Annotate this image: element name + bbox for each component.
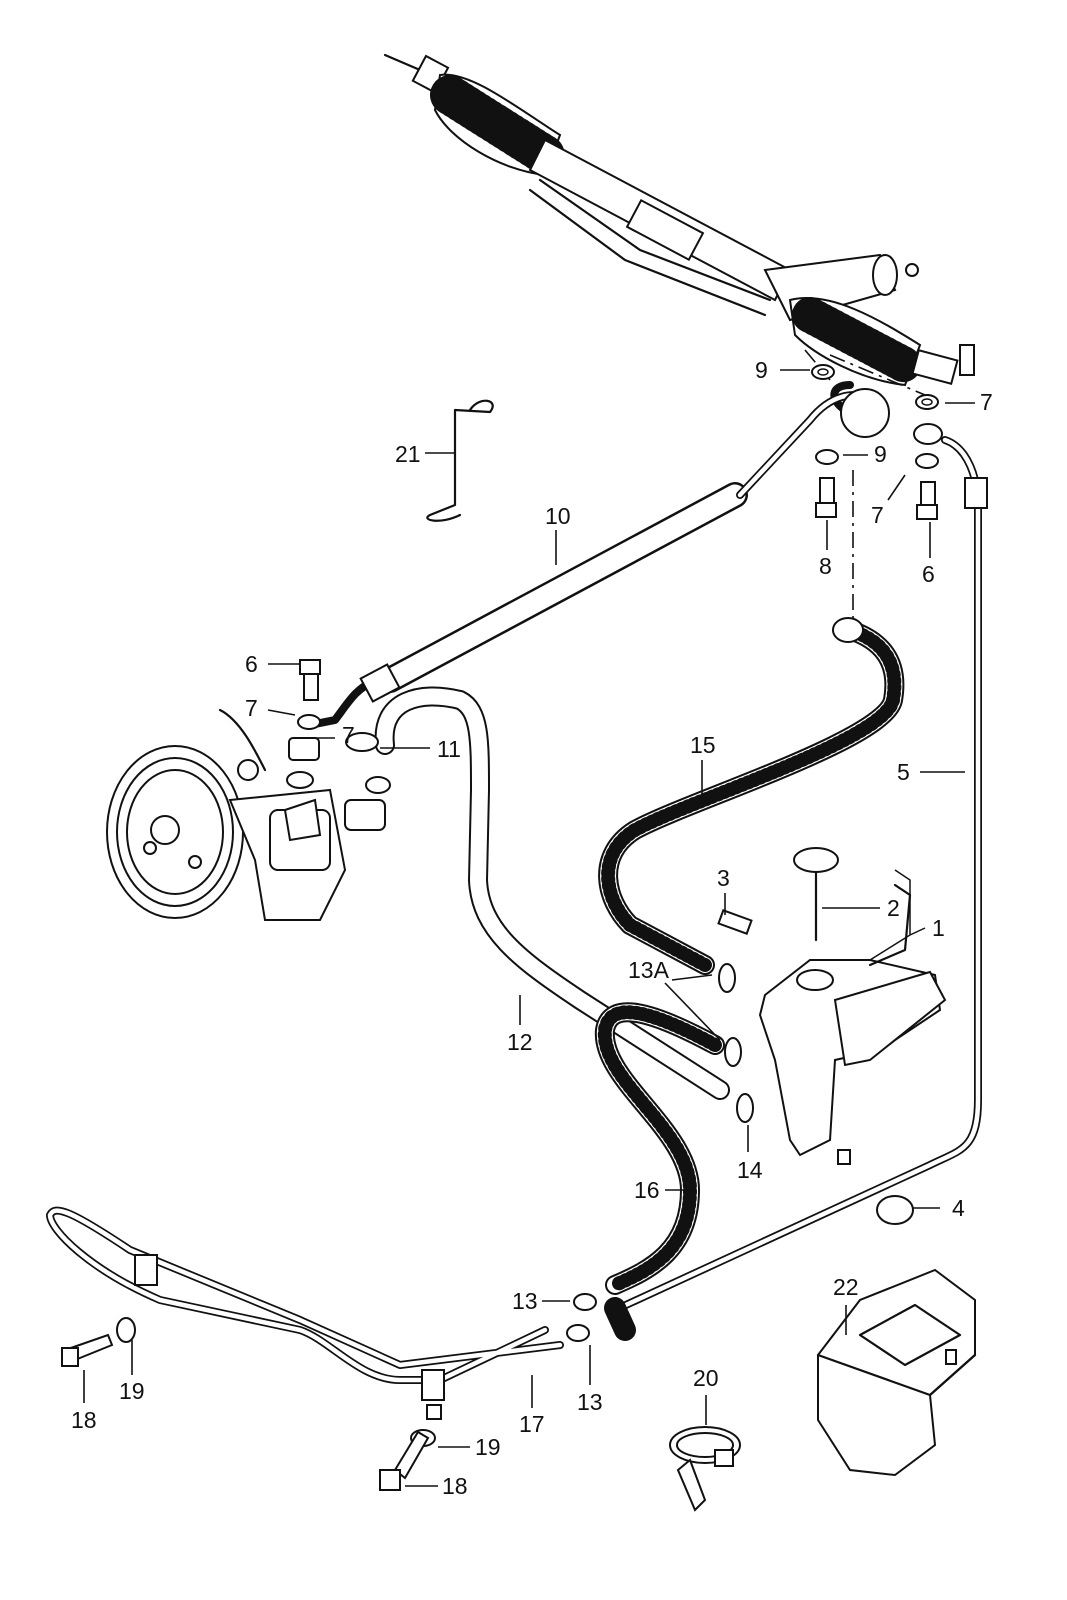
callout-11: 11 [437, 736, 461, 762]
callout-8: 8 [819, 553, 832, 579]
callout-7: 7 [980, 389, 993, 415]
callout-4: 4 [952, 1195, 965, 1221]
callout-13: 13 [577, 1389, 603, 1415]
callout-22: 22 [833, 1274, 859, 1300]
callout-9: 9 [874, 441, 887, 467]
callout-19: 19 [475, 1434, 501, 1460]
callout-12: 12 [507, 1029, 533, 1055]
callout-2: 2 [887, 895, 900, 921]
cover-22 [816, 1268, 977, 1477]
callout-9: 9 [755, 357, 768, 383]
callout-1: 1 [932, 915, 945, 941]
callout-15: 15 [690, 732, 716, 758]
callout-6: 6 [245, 651, 258, 677]
pressure-line [306, 381, 890, 729]
callout-labels: 9 7 9 21 8 7 6 10 6 7 7 11 15 5 3 2 1 13… [71, 357, 993, 1499]
callout-20: 20 [693, 1365, 719, 1391]
callout-6: 6 [922, 561, 935, 587]
power-steering-pump [106, 659, 391, 921]
cooler-line [46, 1206, 564, 1491]
clip [426, 399, 494, 522]
callout-17: 17 [519, 1411, 545, 1437]
leader-lines [83, 369, 975, 1487]
callout-18: 18 [442, 1473, 468, 1499]
washers-bolts [811, 364, 943, 520]
band-clamp [669, 1426, 741, 1512]
callout-7: 7 [871, 502, 884, 528]
callout-19: 19 [119, 1378, 145, 1404]
callout-3: 3 [717, 865, 730, 891]
hose-clamps [345, 732, 754, 1342]
callout-5: 5 [897, 759, 910, 785]
callout-14: 14 [737, 1157, 763, 1183]
callout-7: 7 [245, 695, 258, 721]
callout-16: 16 [634, 1177, 660, 1203]
callout-13: 13 [512, 1288, 538, 1314]
callout-21: 21 [395, 441, 421, 467]
steering-rack [383, 53, 975, 387]
callout-18: 18 [71, 1407, 97, 1433]
callout-7: 7 [342, 722, 355, 748]
callout-13a: 13A [628, 957, 670, 983]
callout-10: 10 [545, 503, 571, 529]
reservoir [717, 847, 947, 1225]
